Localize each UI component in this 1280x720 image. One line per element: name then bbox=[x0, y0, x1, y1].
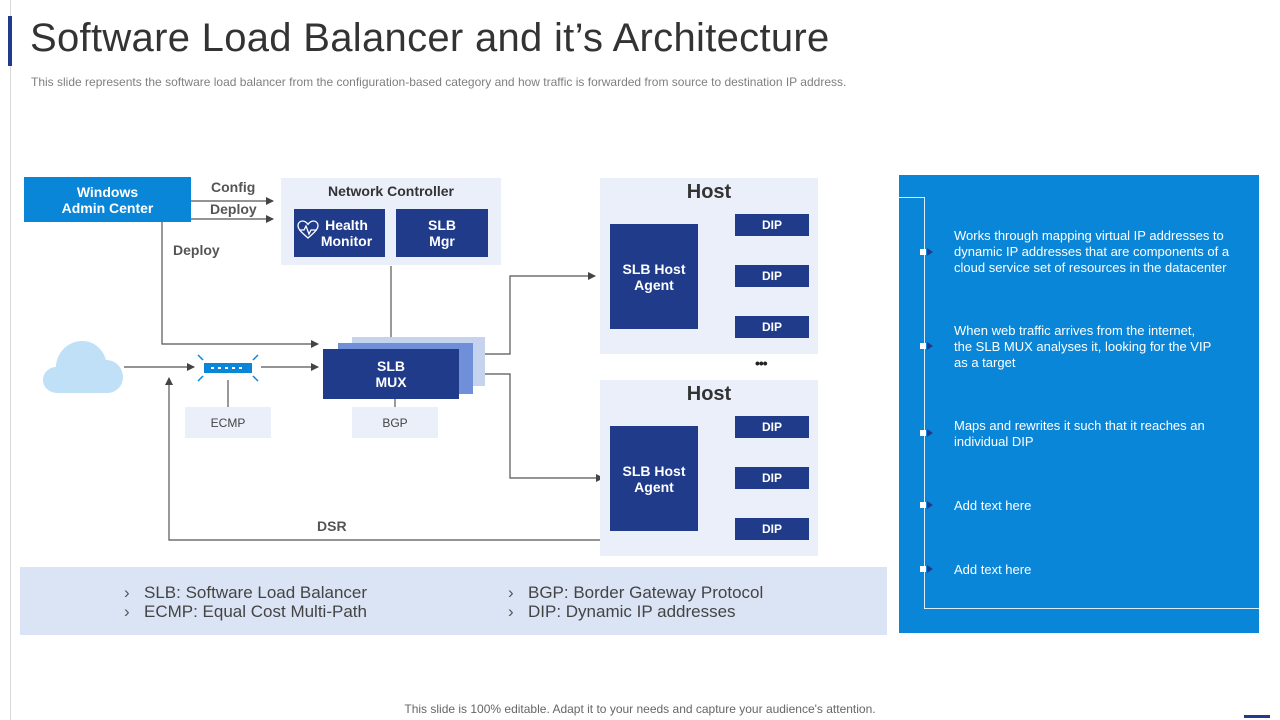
description-item: When web traffic arrives from the intern… bbox=[954, 323, 1212, 370]
windows-admin-center-box: Windows Admin Center bbox=[24, 177, 191, 222]
slb-host-agent-label-1: SLB Host Agent bbox=[622, 260, 686, 293]
slb-mux-label: SLB MUX bbox=[375, 358, 407, 390]
title-accent-bar bbox=[8, 16, 12, 66]
deploy-label-top: Deploy bbox=[210, 201, 257, 217]
slb-host-agent-1: SLB Host Agent bbox=[610, 224, 698, 329]
corner-accent bbox=[1244, 715, 1270, 718]
dsr-label: DSR bbox=[317, 518, 347, 534]
dip-box: DIP bbox=[735, 467, 809, 489]
legend-item: ›DIP: Dynamic IP addresses bbox=[508, 602, 736, 621]
chevron-icon: › bbox=[124, 583, 130, 602]
slide-title: Software Load Balancer and it’s Architec… bbox=[30, 16, 830, 60]
panel-rule bbox=[924, 608, 1259, 609]
dip-box: DIP bbox=[735, 316, 809, 338]
left-rule bbox=[10, 0, 11, 720]
host-title-2: Host bbox=[686, 383, 732, 405]
slb-mux-box: SLB MUX bbox=[323, 349, 459, 399]
arrow-marker-icon bbox=[920, 501, 933, 509]
arrow-marker-icon bbox=[920, 565, 933, 573]
slb-host-agent-label-2: SLB Host Agent bbox=[622, 462, 686, 495]
description-item: Add text here bbox=[954, 562, 1032, 577]
network-switch-icon bbox=[197, 354, 259, 382]
chevron-icon: › bbox=[508, 583, 514, 602]
cloud-icon bbox=[43, 341, 123, 393]
chevron-icon: › bbox=[124, 602, 130, 621]
mux-to-host2-arrow bbox=[485, 373, 604, 482]
footer-note: This slide is 100% editable. Adapt it to… bbox=[404, 702, 876, 716]
arrow-marker-icon bbox=[920, 429, 933, 437]
description-item: Add text here bbox=[954, 498, 1032, 513]
slb-mgr-label: SLB Mgr bbox=[428, 217, 456, 249]
ecmp-tag: ECMP bbox=[185, 407, 271, 438]
description-panel bbox=[899, 175, 1259, 633]
mux-to-host1-arrow bbox=[485, 272, 596, 355]
more-hosts-ellipsis: ••• bbox=[755, 355, 768, 371]
slide-subtitle: This slide represents the software load … bbox=[31, 75, 847, 89]
chevron-icon: › bbox=[508, 602, 514, 621]
dsr-return-arrow bbox=[165, 377, 735, 541]
heart-monitor-icon bbox=[297, 220, 319, 239]
legend-item: ›BGP: Border Gateway Protocol bbox=[508, 583, 764, 602]
host-title-1: Host bbox=[686, 181, 732, 203]
legend-panel bbox=[20, 567, 887, 635]
health-monitor-box: Health Monitor bbox=[294, 209, 385, 257]
dip-box: DIP bbox=[735, 518, 809, 540]
legend-item: ›SLB: Software Load Balancer bbox=[124, 583, 368, 602]
dip-box: DIP bbox=[735, 416, 809, 438]
health-monitor-label: Health Monitor bbox=[320, 217, 373, 249]
dip-box: DIP bbox=[735, 214, 809, 236]
slb-host-agent-2: SLB Host Agent bbox=[610, 426, 698, 531]
deploy-label-left: Deploy bbox=[173, 242, 220, 258]
panel-rule bbox=[899, 197, 925, 198]
config-label: Config bbox=[211, 179, 256, 195]
deploy-to-mux-arrow bbox=[161, 222, 319, 348]
bgp-tag: BGP bbox=[352, 407, 438, 438]
slb-mgr-box: SLB Mgr bbox=[396, 209, 488, 257]
windows-admin-center-label: Windows Admin Center bbox=[61, 183, 154, 216]
description-item: Works through mapping virtual IP address… bbox=[954, 228, 1230, 275]
arrow-marker-icon bbox=[920, 248, 933, 256]
arrow-marker-icon bbox=[920, 342, 933, 350]
network-controller-title: Network Controller bbox=[327, 183, 454, 199]
panel-rule bbox=[924, 197, 925, 609]
description-item: Maps and rewrites it such that it reache… bbox=[954, 418, 1205, 449]
legend-item: ›ECMP: Equal Cost Multi-Path bbox=[124, 602, 367, 621]
dip-box: DIP bbox=[735, 265, 809, 287]
